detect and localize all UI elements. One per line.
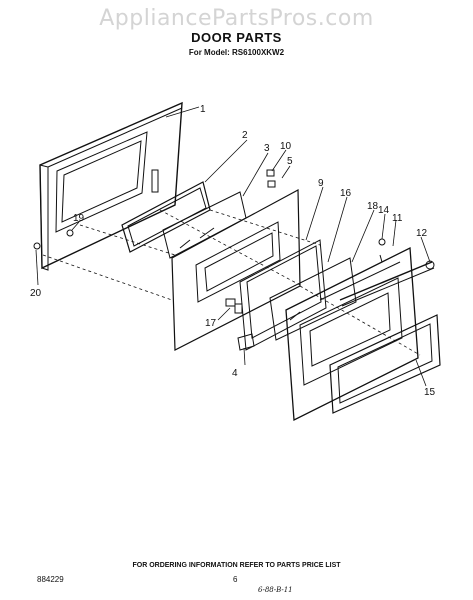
watermark: AppliancePartsPros.com [99,6,374,31]
callout-5: 5 [287,156,293,167]
handwritten-note: 6-88-B-11 [258,586,293,594]
callout-14: 14 [378,205,390,216]
inner-gasket [239,239,327,351]
callout-20: 20 [30,288,42,299]
callout-2: 2 [242,130,248,141]
inner-glass [269,257,357,341]
page-number: 6 [233,575,238,584]
inner-liner [285,246,419,422]
callout-9: 9 [318,178,324,189]
door-outer-panel [39,101,183,271]
callout-11: 11 [392,213,403,224]
callout-4: 4 [232,368,238,379]
callout-15: 15 [424,387,436,398]
ordering-note: FOR ORDERING INFORMATION REFER TO PARTS … [132,562,341,569]
door-inner-panel [171,189,301,351]
part-10-clip [266,169,276,188]
model-subtitle: For Model: RS6100XKW2 [188,48,285,57]
callout-17: 17 [205,318,217,329]
screw-14 [378,238,386,246]
document-code: 884229 [37,575,64,584]
inner-door-gasket [329,314,441,414]
callout-3: 3 [264,143,270,154]
callout-10: 10 [280,141,292,152]
diagram-title: DOOR PARTS [191,30,282,45]
callout-12: 12 [416,228,428,239]
callout-1: 1 [200,104,206,115]
callout-19: 19 [73,213,85,224]
callout-18: 18 [367,201,379,212]
callout-16: 16 [340,188,352,199]
